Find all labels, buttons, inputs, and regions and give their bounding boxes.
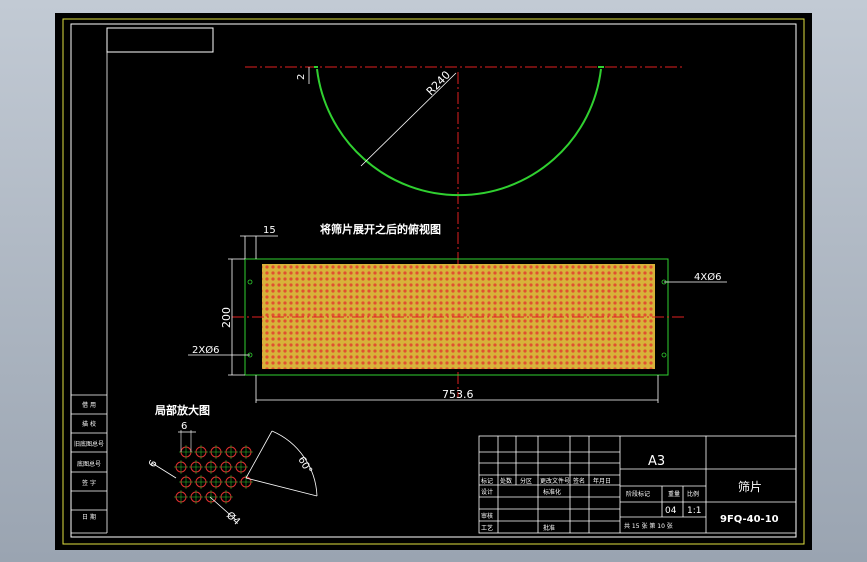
approve-label: 批准 — [543, 524, 555, 532]
header-zone: 分区 — [520, 477, 532, 485]
right-holes-label: 4XØ6 — [694, 271, 721, 283]
gap-label: 2 — [296, 74, 307, 80]
weight-value: 04 — [665, 506, 677, 516]
scale-value: 1:1 — [687, 506, 701, 516]
angle-ray-2 — [245, 477, 318, 497]
pitch-v-label: 6 — [147, 458, 160, 469]
part-name: 筛片 — [738, 479, 762, 494]
outer-frame — [62, 18, 805, 545]
detail-hole-grid — [174, 445, 253, 504]
pitch-h-label: 6 — [181, 421, 187, 432]
length-label: 753.6 — [442, 388, 474, 401]
header-count: 处数 — [500, 477, 512, 485]
mount-hole-left-top — [247, 279, 253, 285]
header-mark: 标记 — [481, 477, 493, 485]
hole-size-leader — [209, 496, 237, 521]
sheet-size: A3 — [648, 454, 665, 469]
semicircle-arc — [316, 68, 602, 197]
detail-title: 局部放大图 — [154, 403, 210, 417]
weight-label: 重量 — [668, 490, 680, 498]
sheets-text: 共 15 张 第 10 张 — [624, 522, 673, 530]
inner-border — [70, 23, 797, 538]
header-change-doc: 更改文件号 — [540, 477, 570, 485]
title-block — [478, 435, 797, 534]
strip-label-sign: 签 字 — [82, 479, 96, 487]
height-label: 200 — [220, 307, 233, 328]
flat-view-title: 将筛片展开之后的俯视图 — [320, 222, 441, 236]
standardization-label: 标准化 — [543, 488, 561, 496]
side-strip — [71, 28, 108, 534]
angle-ray-1 — [245, 430, 273, 479]
strip-label-trace: 描 校 — [82, 420, 96, 428]
strip-label-old-base: 旧底图总号 — [74, 440, 104, 448]
header-signature: 签名 — [573, 477, 585, 485]
flat-view: 将筛片展开之后的俯视图 15 200 4XØ6 2XØ6 753.6 — [188, 222, 727, 403]
drawing-number: 9FQ-40-10 — [720, 514, 779, 525]
header-date: 年月日 — [593, 477, 611, 485]
stage-label: 阶段标记 — [626, 490, 650, 498]
review-label: 审核 — [481, 512, 493, 520]
pitch-v-dim-line — [151, 462, 177, 479]
strip-label-base: 底图总号 — [77, 460, 101, 468]
margin-label: 15 — [263, 225, 276, 236]
strip-label-date: 日 期 — [82, 513, 96, 521]
scale-label: 比例 — [687, 490, 699, 498]
angle-arc — [271, 430, 318, 497]
left-holes-label: 2XØ6 — [192, 344, 219, 356]
radius-leader — [360, 72, 457, 167]
strip-label-borrow: 借 用 — [82, 401, 96, 409]
mount-hole-right-bottom — [661, 352, 667, 358]
design-label: 设计 — [481, 488, 493, 496]
process-label: 工艺 — [481, 524, 493, 532]
